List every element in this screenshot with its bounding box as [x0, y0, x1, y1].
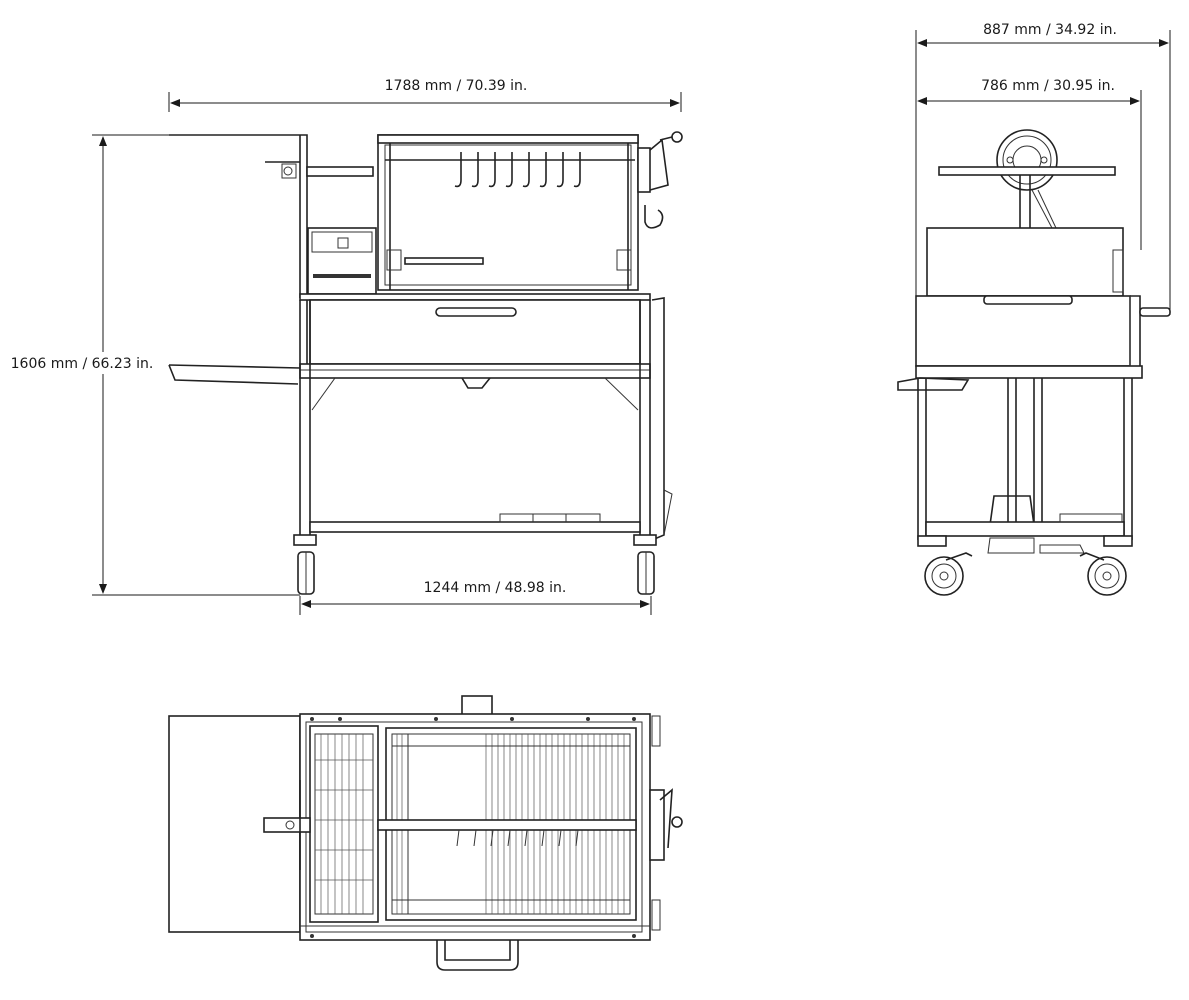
top-view [168, 695, 683, 971]
top-front-handle [436, 940, 519, 971]
rotisserie-frame [377, 134, 639, 291]
front-width-dimension: 1788 mm / 70.39 in. [168, 78, 682, 112]
front-base-dimension: 1244 mm / 48.98 in. [299, 580, 652, 615]
crank-handle [637, 131, 683, 229]
top-lid-plate [168, 715, 301, 933]
top-right-crank [649, 715, 683, 931]
front-stand [299, 297, 673, 541]
side-outer-dimension: 887 mm / 34.92 in. [915, 22, 1171, 315]
side-inner-dimension: 786 mm / 30.95 in. [917, 78, 1142, 250]
front-height-label: 1606 mm / 66.23 in. [11, 356, 154, 372]
main-tray [299, 293, 651, 389]
front-width-label: 1788 mm / 70.39 in. [385, 78, 528, 94]
side-view: 887 mm / 34.92 in. 786 mm / 30.95 in. [897, 22, 1171, 596]
top-chimney [461, 695, 493, 717]
side-casters [917, 535, 1133, 596]
firebox [307, 227, 377, 295]
top-spit-bar [377, 819, 637, 847]
side-shelf-fold [897, 377, 970, 391]
front-base-label: 1244 mm / 48.98 in. [424, 580, 567, 596]
front-height-dimension: 1606 mm / 66.23 in. [6, 134, 300, 596]
open-lid [168, 134, 308, 385]
front-casters [293, 534, 657, 595]
top-firebox-basket [309, 725, 379, 923]
skewer-hooks [454, 152, 581, 188]
side-outer-label: 887 mm / 34.92 in. [983, 22, 1117, 38]
front-view: 1788 mm / 70.39 in. 1606 mm / 66.23 in. … [6, 78, 683, 615]
side-body [915, 227, 1171, 379]
spit-bar [386, 249, 632, 271]
top-left-handle [263, 780, 311, 870]
top-rivets [310, 717, 636, 938]
side-inner-label: 786 mm / 30.95 in. [981, 78, 1115, 94]
side-stand [917, 378, 1133, 554]
side-shelf [265, 161, 374, 179]
